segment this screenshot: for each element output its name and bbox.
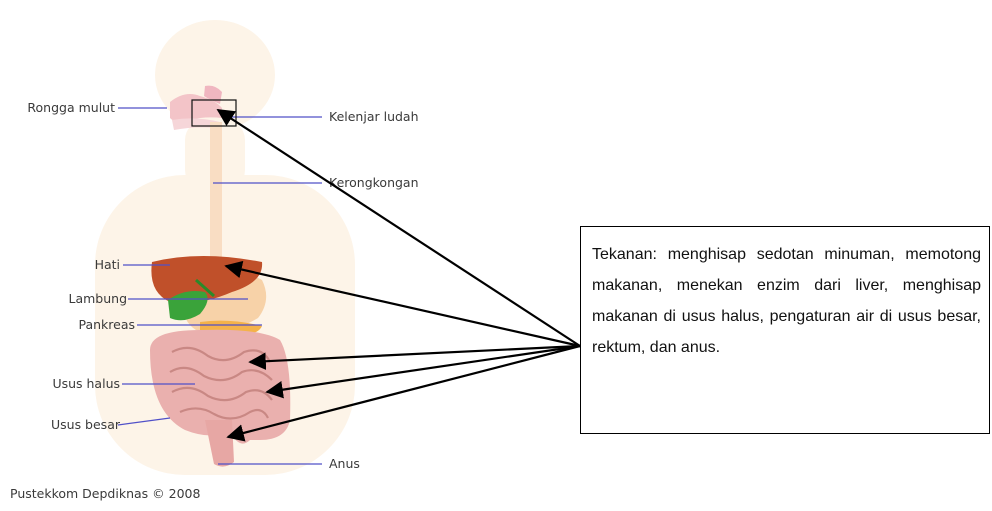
label-usus-halus: Usus halus [52,376,120,391]
annotation-text: Tekanan: menghisap sedotan minuman, memo… [592,239,981,363]
annotation-box: Tekanan: menghisap sedotan minuman, memo… [580,226,990,434]
label-anus: Anus [329,456,360,471]
image-credit: Pustekkom Depdiknas © 2008 [10,486,200,501]
label-usus-besar: Usus besar [51,417,121,432]
esophagus-illustration [210,122,222,262]
label-hati: Hati [95,257,120,272]
label-kerongkongan: Kerongkongan [329,175,419,190]
label-pankreas: Pankreas [78,317,135,332]
label-rongga-mulut: Rongga mulut [27,100,115,115]
label-lambung: Lambung [68,291,127,306]
label-kelenjar-ludah: Kelenjar ludah [329,109,419,124]
